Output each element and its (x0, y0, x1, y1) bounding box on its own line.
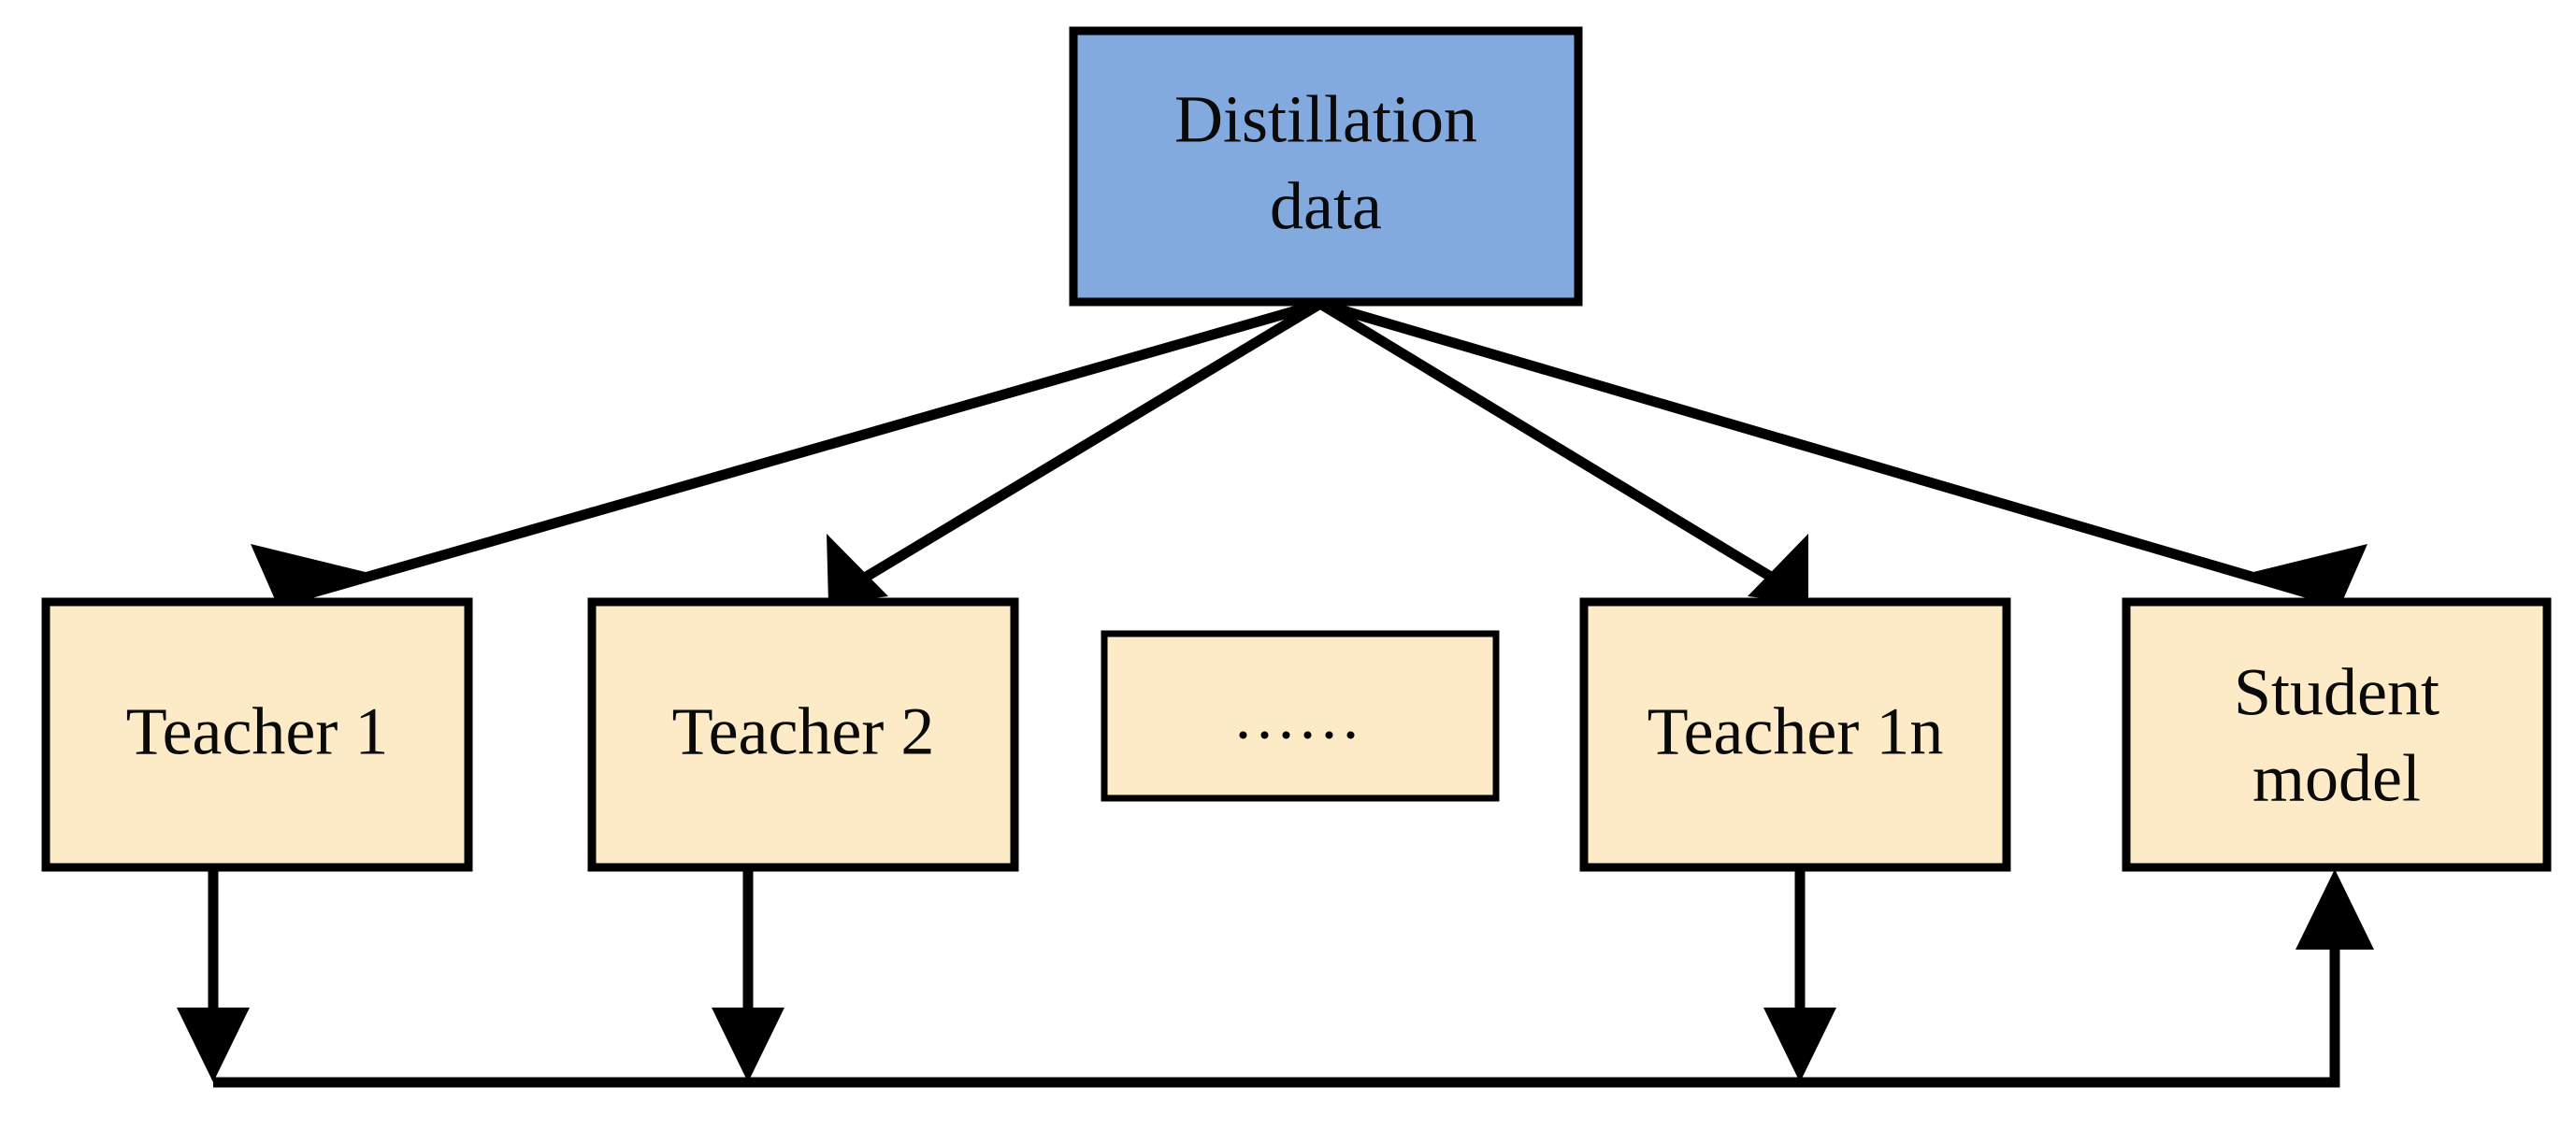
arrowhead-bus-teacher-2 (712, 1008, 784, 1082)
teacher-1-label: Teacher 1 (126, 694, 389, 769)
node-student-model[interactable]: Student model (2122, 597, 2552, 872)
edge-data-to-student (1318, 298, 2367, 612)
student-model-label-line2: model (2252, 741, 2421, 816)
teacher-ellipsis-box[interactable] (1101, 630, 1500, 802)
edge-data-to-teacher-1n (1317, 299, 1808, 604)
arrowhead-teacher-1n (1748, 534, 1808, 604)
edge-teacher-1n-to-bus (1763, 867, 1836, 1082)
arrowhead-student-top (2250, 544, 2367, 612)
student-model-box[interactable] (2122, 597, 2552, 872)
distillation-data-label-line2: data (1270, 169, 1382, 244)
edge-teacher-2-to-bus (712, 867, 784, 1082)
arrowhead-bus-teacher-1n (1763, 1008, 1836, 1082)
teacher-2-box[interactable] (587, 597, 1019, 872)
teacher-ellipsis-label: ...... (1235, 681, 1364, 752)
node-teacher-ellipsis[interactable]: ...... (1101, 630, 1500, 802)
teacher-1n-box[interactable] (1579, 597, 2011, 872)
node-teacher-2[interactable]: Teacher 2 (587, 597, 1019, 872)
node-teacher-1[interactable]: Teacher 1 (41, 597, 473, 872)
teacher-1-box[interactable] (41, 597, 473, 872)
arrowhead-teacher-2 (827, 534, 888, 604)
edge-data-to-teacher-2 (827, 299, 1323, 604)
node-distillation-data[interactable]: Distillation data (1069, 26, 1583, 307)
arrowhead-student-bottom (2295, 869, 2374, 950)
edge-teacher-1-to-bus (177, 867, 250, 1082)
distillation-data-box[interactable] (1069, 26, 1583, 307)
teacher-2-label: Teacher 2 (672, 694, 935, 769)
distillation-data-label-line1: Distillation (1174, 82, 1477, 157)
arrowhead-teacher-1 (251, 544, 369, 612)
edge-data-to-teacher-1 (251, 298, 1322, 612)
student-model-label-line1: Student (2234, 655, 2439, 730)
aggregation-bus (213, 869, 2374, 1088)
teacher-1n-label: Teacher 1n (1648, 694, 1944, 769)
node-teacher-1n[interactable]: Teacher 1n (1579, 597, 2011, 872)
arrowhead-bus-teacher-1 (177, 1008, 250, 1082)
